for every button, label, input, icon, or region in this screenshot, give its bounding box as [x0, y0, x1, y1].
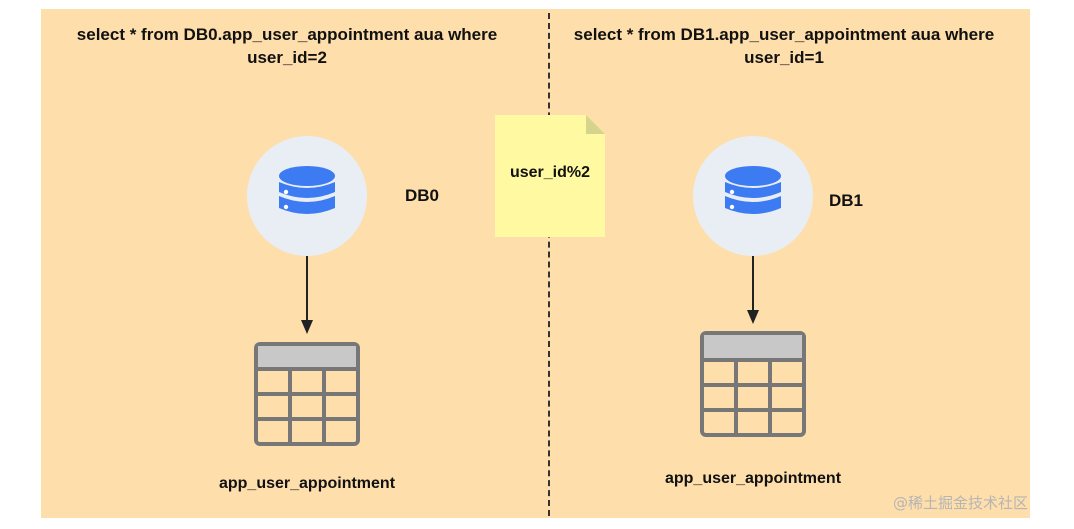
right-table-label: app_user_appointment — [664, 470, 842, 487]
db0-node — [247, 136, 367, 256]
left-query-text: select * from DB0.app_user_appointment a… — [76, 25, 498, 67]
left-arrow — [301, 256, 313, 334]
database-icon — [725, 166, 781, 214]
db0-label: DB0 — [405, 186, 440, 205]
left-table-label: app_user_appointment — [218, 475, 396, 492]
table-grid-icon — [700, 331, 806, 437]
shard-rule-text: user_id%2 — [509, 164, 591, 181]
right-query-text: select * from DB1.app_user_appointment a… — [573, 25, 995, 67]
dashed-divider — [548, 13, 550, 516]
database-icon — [279, 166, 335, 214]
note-page-icon — [495, 115, 605, 237]
watermark: @稀土掘金技术社区 — [893, 494, 1029, 512]
table-grid-icon — [254, 342, 360, 446]
db1-node — [693, 136, 813, 256]
diagram-panel — [41, 9, 1030, 518]
db1-label: DB1 — [829, 191, 864, 210]
right-arrow — [747, 256, 759, 324]
